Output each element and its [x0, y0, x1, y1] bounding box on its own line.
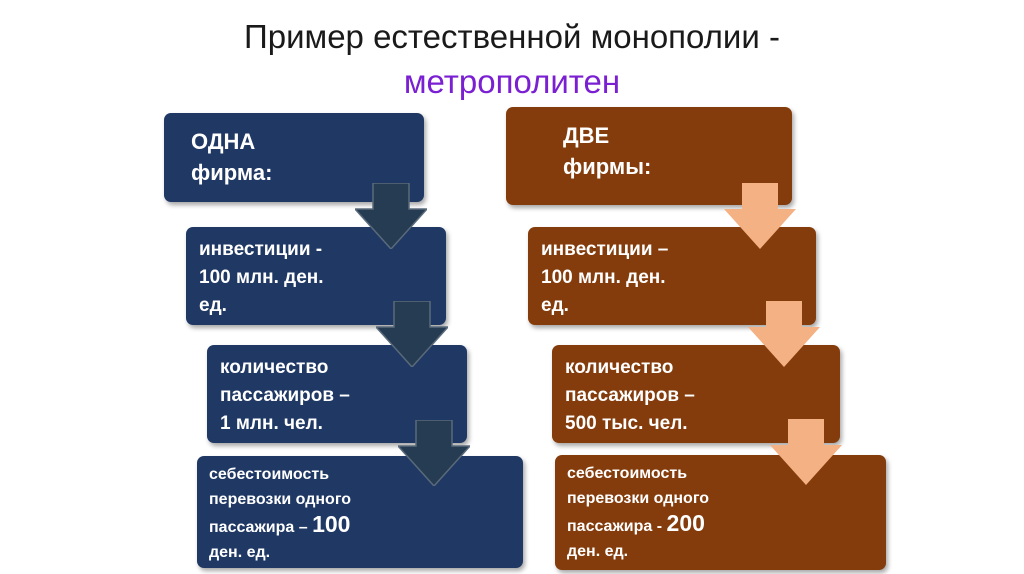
left-passengers-line-1: количество	[220, 357, 329, 378]
page-title: Пример естественной монополии - метропол…	[0, 14, 1024, 104]
right-cost-line-1: себестоимость	[567, 465, 688, 482]
title-line-2: метрополитен	[403, 63, 621, 100]
right-cost-prefix: пассажира -	[567, 518, 667, 535]
left-cost-line-4: ден. ед.	[209, 544, 271, 561]
right-cost-line-3: пассажира - 200	[567, 511, 886, 539]
right-arrow-down-icon-3	[770, 419, 842, 485]
left-header-box: ОДНА фирма:	[164, 113, 424, 202]
right-investment-line-1: инвестиции –	[541, 239, 669, 260]
left-investment-line-1: инвестиции -	[199, 239, 323, 260]
right-investment-line-2: 100 млн. ден.	[541, 267, 666, 288]
left-investment-line-3: ед.	[199, 295, 227, 316]
right-cost-line-2: перевозки одного	[567, 490, 710, 507]
left-arrow-down-icon-3	[398, 420, 470, 486]
left-header-line-1: ОДНА	[191, 129, 256, 154]
left-header-line-2: фирма:	[191, 160, 273, 185]
right-cost-value: 200	[666, 510, 705, 536]
right-passengers-line-3: 500 тыс. чел.	[565, 413, 688, 434]
right-header-box: ДВЕ фирмы:	[506, 107, 792, 205]
left-arrow-down-icon-1	[355, 183, 427, 249]
right-arrow-down-icon-1	[724, 183, 796, 249]
left-passengers-line-2: пассажиров –	[220, 385, 350, 406]
left-arrow-down-icon-2	[376, 301, 448, 367]
left-investment-line-2: 100 млн. ден.	[199, 267, 324, 288]
left-cost-value: 100	[312, 511, 351, 537]
left-cost-prefix: пассажира –	[209, 519, 313, 536]
right-header-line-2: фирмы:	[563, 154, 652, 179]
right-passengers-line-1: количество	[565, 357, 674, 378]
right-cost-box: себестоимость перевозки одного пассажира…	[555, 455, 886, 570]
right-header-line-1: ДВЕ	[563, 123, 610, 148]
right-passengers-line-2: пассажиров –	[565, 385, 695, 406]
title-line-1: Пример естественной монополии -	[244, 18, 780, 55]
left-cost-box: себестоимость перевозки одного пассажира…	[197, 456, 523, 568]
right-investment-line-3: ед.	[541, 295, 569, 316]
left-passengers-line-3: 1 млн. чел.	[220, 413, 323, 434]
left-cost-line-3: пассажира – 100	[209, 512, 523, 540]
right-cost-line-4: ден. ед.	[567, 543, 629, 560]
left-cost-line-1: себестоимость	[209, 466, 330, 483]
right-arrow-down-icon-2	[748, 301, 820, 367]
left-passengers-box: количество пассажиров – 1 млн. чел.	[207, 345, 467, 443]
left-cost-line-2: перевозки одного	[209, 491, 352, 508]
